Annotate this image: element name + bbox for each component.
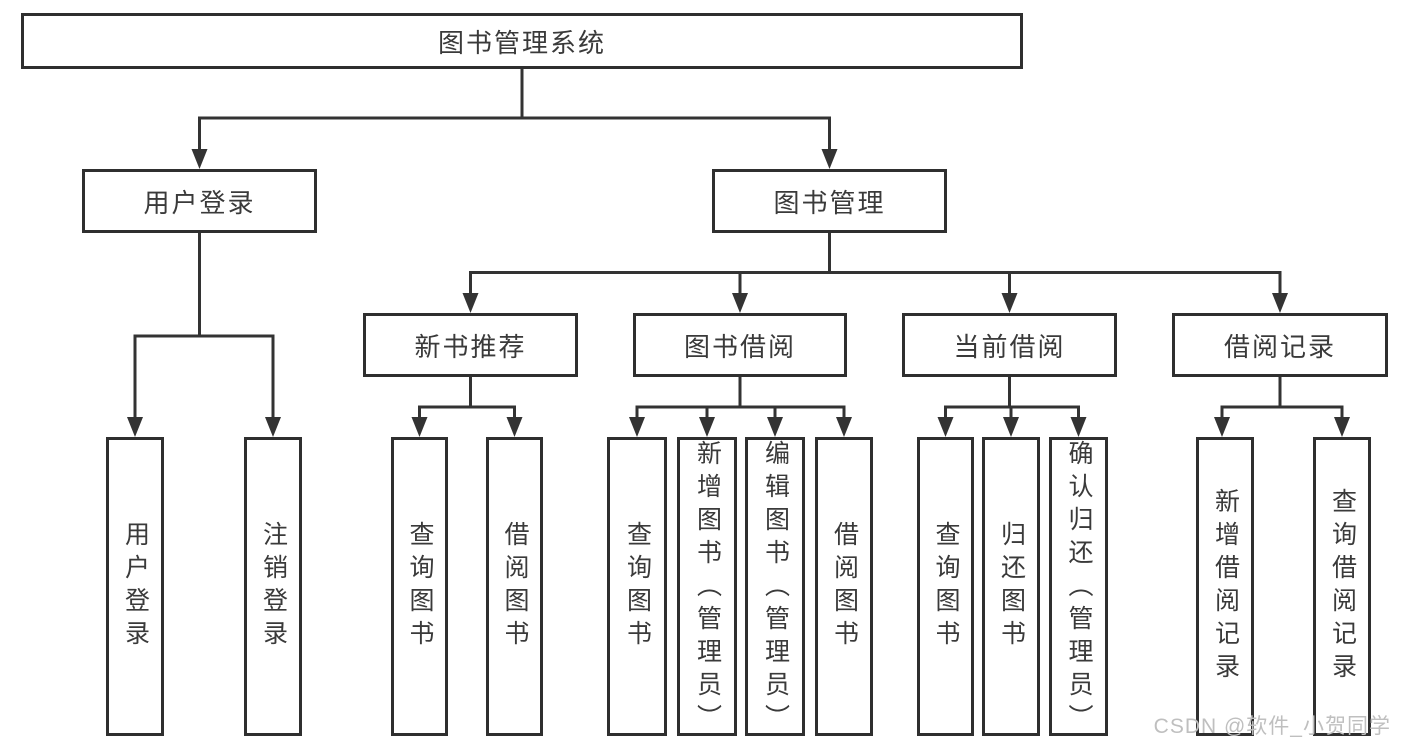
node-library-management-system: 图书管理系统 xyxy=(21,13,1023,69)
connector-new-book-recommend-to-leaves xyxy=(411,377,523,437)
node-label: 用户登录 xyxy=(121,520,150,653)
node-label: 查询借阅记录 xyxy=(1328,487,1357,686)
leaf-confirm-return-admin: 确认归还（管理员） xyxy=(1049,437,1108,737)
node-book-borrowing: 图书借阅 xyxy=(633,313,847,377)
node-label: 图书借阅 xyxy=(683,331,796,362)
node-book-management: 图书管理 xyxy=(712,169,947,233)
leaf-borrow-books: 借阅图书 xyxy=(815,437,873,736)
node-label: 查询图书 xyxy=(623,520,652,653)
node-label: 查询图书 xyxy=(406,520,434,653)
leaf-edit-books-admin: 编辑图书（管理员） xyxy=(745,437,805,737)
node-user-login: 用户登录 xyxy=(82,169,317,233)
node-label: 注销登录 xyxy=(259,520,288,653)
leaf-add-borrow-record: 新增借阅记录 xyxy=(1196,437,1254,736)
node-new-book-recommend: 新书推荐 xyxy=(363,313,578,377)
node-label: 借阅记录 xyxy=(1223,331,1336,362)
leaf-query-borrow-record: 查询借阅记录 xyxy=(1313,437,1371,736)
leaf-query-books-borrowing: 查询图书 xyxy=(607,437,667,736)
leaf-borrow-books-recommend: 借阅图书 xyxy=(486,437,543,736)
connector-book-borrowing-to-leaves xyxy=(629,377,852,437)
node-current-borrowing: 当前借阅 xyxy=(902,313,1117,377)
leaf-query-books-current: 查询图书 xyxy=(917,437,974,736)
connector-book-management-to-level3 xyxy=(462,233,1288,313)
leaf-query-books-recommend: 查询图书 xyxy=(391,437,448,736)
node-label: 图书管理 xyxy=(773,187,886,218)
node-label: 新书推荐 xyxy=(414,331,527,362)
connector-current-borrowing-to-leaves xyxy=(937,377,1087,437)
connector-user-login-to-leaves xyxy=(127,233,281,437)
node-label: 当前借阅 xyxy=(953,331,1066,362)
node-label: 用户登录 xyxy=(143,187,256,218)
node-label: 图书管理系统 xyxy=(437,27,606,58)
leaf-add-books-admin: 新增图书（管理员） xyxy=(677,437,737,737)
leaf-user-login: 用户登录 xyxy=(106,437,164,736)
node-label: 归还图书 xyxy=(997,520,1026,653)
node-label: 借阅图书 xyxy=(501,520,529,653)
node-label: 新增图书（管理员） xyxy=(693,440,722,737)
csdn-watermark: CSDN @软件_小贺同学 xyxy=(1153,715,1391,738)
leaf-return-books: 归还图书 xyxy=(982,437,1040,736)
node-label: 新增借阅记录 xyxy=(1211,487,1240,686)
node-borrowing-records: 借阅记录 xyxy=(1172,313,1388,377)
node-label: 编辑图书（管理员） xyxy=(761,440,790,737)
node-label: 查询图书 xyxy=(932,520,960,653)
node-label: 确认归还（管理员） xyxy=(1065,440,1093,737)
node-label: 借阅图书 xyxy=(830,520,859,653)
leaf-logout: 注销登录 xyxy=(244,437,302,736)
connector-root-to-level2 xyxy=(191,68,838,169)
connector-borrowing-records-to-leaves xyxy=(1214,377,1350,437)
